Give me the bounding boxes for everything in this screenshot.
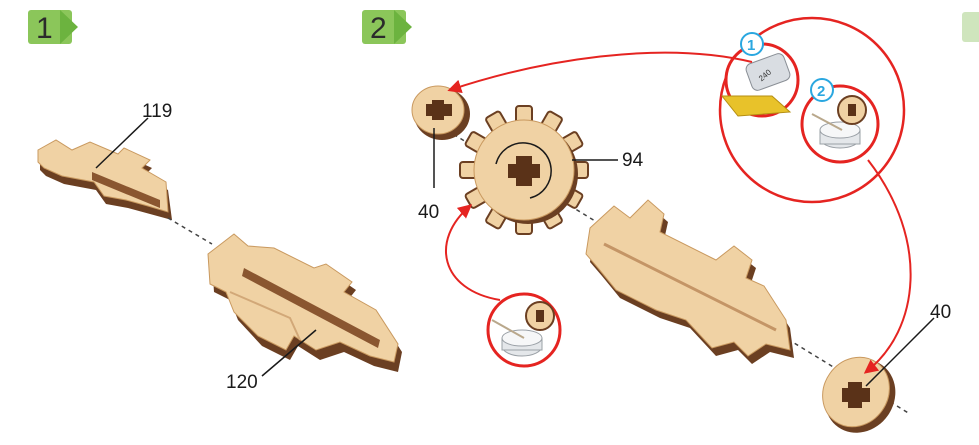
step-1-number: 1 [36,12,53,45]
leader-120 [261,329,317,377]
axis-line-step1 [167,217,213,245]
glue-callout-bottom [486,292,562,368]
part-94-gear [459,105,589,235]
arrow-to-gear [445,204,501,301]
label-94: 94 [622,150,644,171]
arrow-to-disc-right [863,159,912,374]
step-2-badge: 2 [362,10,412,45]
leader-40-right [865,317,935,387]
callout-big-circle [718,16,906,204]
part-bar-step2 [585,199,794,364]
label-40-left: 40 [418,202,439,223]
step-2-number: 2 [370,12,387,45]
sub-step-2-number: 2 [817,83,825,100]
part-119 [37,139,172,220]
label-40-right: 40 [930,302,951,323]
step-1-badge: 1 [28,10,78,45]
part-40-left [411,85,470,140]
sub-step-2-badge: 2 [810,78,834,102]
sub-step-1-number: 1 [747,37,755,54]
arrow-to-disc-left [447,51,753,94]
step-3-badge-partial [962,12,979,42]
label-120: 120 [226,372,258,393]
sandpaper-callout: 240 [720,42,800,118]
sub-step-1-badge: 1 [740,32,764,56]
leader-119 [95,117,149,169]
glue-callout-top [800,84,880,164]
label-119: 119 [142,101,172,122]
part-40-right [822,356,896,433]
part-120 [207,233,402,372]
